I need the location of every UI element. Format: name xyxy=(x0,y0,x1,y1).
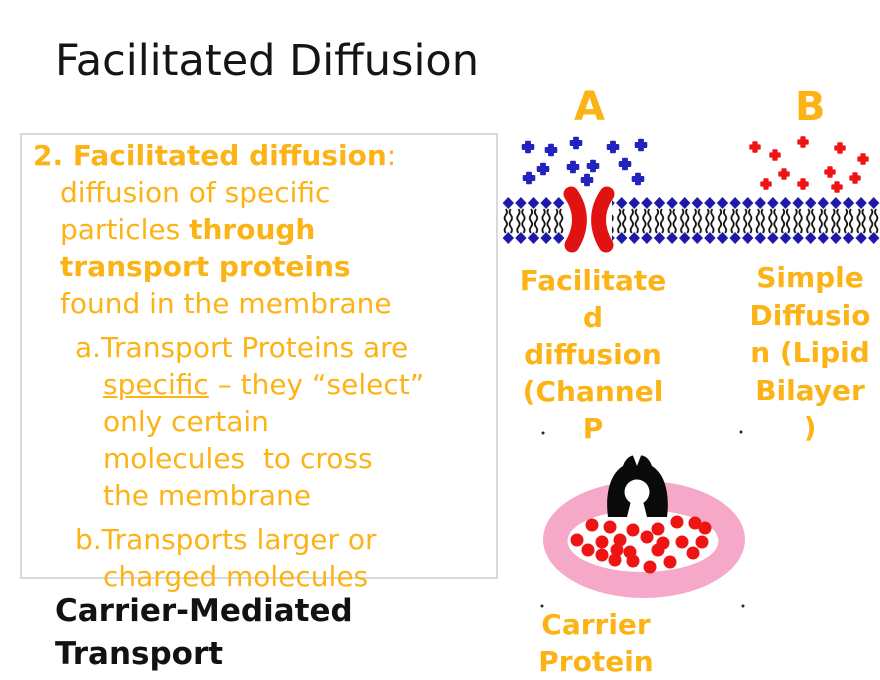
carrier-molecule-dots xyxy=(570,515,712,574)
simple-diffusion-caption: Simple Diffusio n (Lipid Bilayer ) xyxy=(749,261,871,444)
text-line: specific – they “select” xyxy=(103,368,425,401)
molecule-dot xyxy=(643,560,657,574)
molecule-dot xyxy=(651,522,665,536)
channel-gap xyxy=(566,188,612,252)
text-line: only certain xyxy=(103,405,269,438)
particle xyxy=(586,159,600,173)
particle xyxy=(857,153,869,165)
carrier-mediated-transport-heading: Carrier-Mediated Transport xyxy=(55,593,353,672)
particle xyxy=(831,181,843,193)
molecule-dot xyxy=(603,520,617,534)
text-line: molecules to cross xyxy=(103,442,373,475)
particle xyxy=(521,140,535,154)
facilitated-diffusion-text-box: 2. Facilitated diffusion: diffusion of sp… xyxy=(20,133,498,593)
molecule-dot xyxy=(623,545,637,559)
lipid-bilayer-membrane xyxy=(502,186,880,253)
particle xyxy=(849,172,861,184)
particle xyxy=(544,143,558,157)
text-line: a.Transport Proteins are xyxy=(75,331,409,364)
molecule-dot xyxy=(663,555,677,569)
molecule-dot xyxy=(608,553,622,567)
molecule-dot xyxy=(675,535,689,549)
particle xyxy=(749,141,761,153)
particle xyxy=(606,140,620,154)
text-line: particles through xyxy=(60,213,316,246)
molecule-dot xyxy=(695,535,709,549)
molecule-dot xyxy=(686,546,700,560)
slide-title: Facilitated Diffusion xyxy=(55,36,479,86)
particle xyxy=(778,168,790,180)
text-box-lines: 2. Facilitated diffusion: diffusion of sp… xyxy=(22,137,496,595)
blue-solute-particles xyxy=(521,136,648,187)
text-line: charged molecules xyxy=(103,560,369,593)
molecule-dot xyxy=(613,533,627,547)
label-b: B xyxy=(795,84,826,130)
facilitated-diffusion-caption: Facilitate d diffusion (Channel P xyxy=(519,264,667,445)
carrier-keyhole-body xyxy=(627,497,647,517)
stray-dots xyxy=(540,430,745,608)
carrier-protein-shape xyxy=(607,455,668,517)
particle xyxy=(824,166,836,178)
particle xyxy=(536,162,550,176)
carrier-keyhole-head xyxy=(624,479,650,505)
molecule-dot xyxy=(626,554,640,568)
molecule-dot xyxy=(651,543,665,557)
particle xyxy=(522,171,536,185)
molecule-dot xyxy=(585,518,599,532)
text-line: b.Transports larger or xyxy=(75,523,377,556)
text-line: the membrane xyxy=(103,479,312,512)
carrier-protein-caption: Carrier Protein xyxy=(538,608,654,678)
channel-protein-left xyxy=(563,186,587,253)
particle xyxy=(618,157,632,171)
channel-protein-right xyxy=(591,186,615,253)
red-solute-particles xyxy=(749,136,869,193)
carrier-protein-illustration xyxy=(543,453,745,598)
particle xyxy=(760,178,772,190)
particle xyxy=(797,178,809,190)
molecule-dot xyxy=(610,543,624,557)
text-line: found in the membrane xyxy=(60,287,392,320)
molecule-dot xyxy=(698,521,712,535)
carrier-top-notch xyxy=(632,453,642,466)
text-line: transport proteins xyxy=(60,250,351,283)
label-a: A xyxy=(574,84,605,130)
particle xyxy=(631,172,645,186)
particle xyxy=(797,136,809,148)
particle xyxy=(580,173,594,187)
molecule-dot xyxy=(581,543,595,557)
text-line: diffusion of specific xyxy=(60,176,331,209)
pink-ring-outer xyxy=(543,481,745,598)
particle xyxy=(634,138,648,152)
particle xyxy=(569,136,583,150)
molecule-dot xyxy=(670,515,684,529)
particle xyxy=(834,142,846,154)
pink-ring-inner xyxy=(567,510,719,572)
text-line: 2. Facilitated diffusion: xyxy=(33,139,397,172)
molecule-dot xyxy=(595,535,609,549)
molecule-dot xyxy=(570,533,584,547)
molecule-dot xyxy=(688,516,702,530)
molecule-dot xyxy=(626,523,640,537)
particle xyxy=(566,160,580,174)
molecule-dot xyxy=(640,530,654,544)
molecule-dot xyxy=(656,536,670,550)
molecule-dot xyxy=(595,548,609,562)
particle xyxy=(769,149,781,161)
